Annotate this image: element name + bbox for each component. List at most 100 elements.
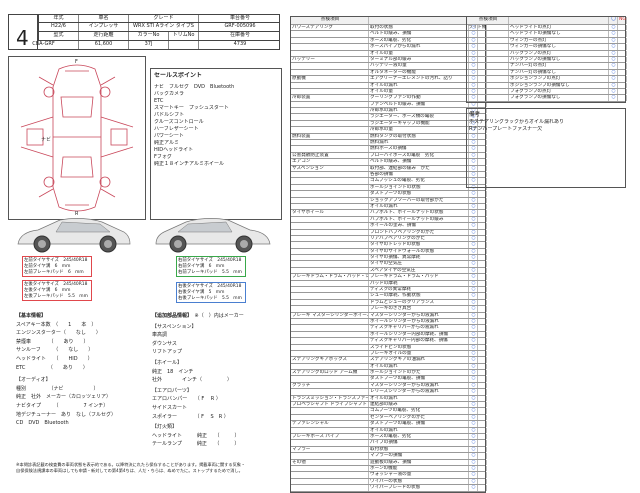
row-item: ターミナル部の緩み: [369, 56, 469, 63]
tire-text: 左前タイヤ溝 6 mm: [24, 264, 71, 269]
row-item: タイヤの損傷、異常摩耗: [369, 255, 469, 261]
row-category: [291, 229, 369, 235]
ok-check-icon: ○: [469, 120, 478, 127]
inspection-row: ナンバー灯の損傷なし○: [467, 69, 627, 77]
ok-check-icon: ○: [469, 293, 478, 299]
basic-row: サンルーフ （ なし ）: [16, 347, 94, 354]
row-category: [291, 37, 369, 44]
ng-cell: [478, 171, 487, 178]
sales-points-box: セールスポイント ナビ フルセグ DVD Bluetooth バックカメラ ET…: [150, 68, 282, 220]
row-item: バックランプの損傷なし: [509, 56, 609, 63]
row-item: オイルの漏れ: [369, 82, 469, 88]
row-item: ハブボルト、ホイールナットの緩み: [369, 216, 469, 223]
row-item: フォグランプの損傷なし: [509, 95, 609, 101]
inspection-row: デファレンシャルダストブーツの亀裂、損傷○: [291, 421, 487, 428]
ng-cell: [478, 440, 487, 446]
inspection-row: ホイールシリンダーからの液漏れ○: [291, 318, 487, 326]
ok-check-icon: ○: [469, 88, 478, 95]
row-item: スライドピンの状態: [369, 344, 469, 350]
row-category: [291, 318, 369, 325]
audio-row: 純正 社外 メーカー（カロッツェリア）: [16, 394, 112, 401]
row-item: ダストブーツの状態: [369, 191, 469, 197]
chassis-value: GRF-005096: [224, 23, 256, 29]
ok-check-icon: ○: [469, 248, 478, 255]
ok-check-icon: ○: [609, 76, 618, 82]
ng-cell: [478, 63, 487, 69]
wheel-row: 社外 インチ（ ）: [152, 377, 233, 384]
ng-cell: [618, 69, 627, 76]
ok-check-icon: ○: [469, 203, 478, 210]
row-category: バッテリー: [291, 56, 369, 63]
inspection-row: パワーステアリング取付の状態○: [291, 25, 487, 32]
row-category: [291, 223, 369, 229]
row-category: ステアリングギアボックス: [291, 357, 369, 363]
ng-cell: [478, 402, 487, 408]
color-value: 37J: [129, 41, 169, 49]
row-category: [291, 178, 369, 184]
ng-cell: [618, 37, 627, 44]
row-category: ステアリングのロッド アーム類: [291, 370, 369, 376]
wheel-row: 純正 18 インチ: [152, 368, 194, 375]
row-item: 燃料漏れ: [369, 140, 469, 146]
ng-cell: [478, 178, 487, 184]
ok-check-icon: ○: [469, 191, 478, 197]
aero-row: エアロバンパー （ F R ）: [152, 396, 221, 403]
ng-cell: [478, 267, 487, 274]
inspection-row: ウィンカーの点灯○: [467, 37, 627, 45]
row-item: ディスクキャリパー内部の摩耗、損傷: [369, 338, 469, 344]
row-category: [467, 82, 509, 88]
row-category: トランスミッション・トランスファー: [292, 395, 369, 402]
ng-cell: [618, 63, 627, 69]
sales-item: バックカメラ: [154, 91, 185, 97]
ng-cell: [478, 76, 487, 82]
stock-value: 4739: [233, 41, 247, 47]
tire-text: 右前タイヤサイズ 245/40R18: [178, 258, 242, 263]
row-item: ラジエーター、ホース類の亀裂: [369, 114, 469, 120]
row-category: [291, 485, 369, 491]
row-item: ホースパイプからの漏れ: [369, 44, 469, 50]
row-item: 遊動板の緩み、損傷: [369, 459, 469, 465]
ok-check-icon: ○: [469, 235, 478, 242]
ng-cell: [478, 376, 487, 382]
inspection-row: ホーンの機能○: [291, 465, 487, 473]
inspection-row: シューの摩耗、作動状態○: [291, 293, 487, 300]
row-category: [291, 101, 369, 108]
inspection-row: マフラーの損傷○: [291, 453, 487, 460]
row-item: ドラムとシューのクリアランス: [369, 299, 469, 306]
inspection-header: 点検項目 〇 NG: [291, 17, 487, 25]
ok-check-icon: ○: [469, 267, 478, 274]
row-item: フォグランプの点灯: [509, 88, 609, 95]
row-item: ショックアブソーバーの取付部がた: [369, 197, 469, 203]
sales-item: スマートキー プッシュスタート: [154, 105, 229, 111]
inspection-row: スペアタイヤの空気圧○: [291, 267, 487, 275]
row-item: ポジションランプの点灯: [509, 76, 609, 82]
row-category: [291, 331, 369, 338]
inspection-row: 燃料装置燃料タンクの取付状態○: [291, 133, 487, 141]
remarks-box: 備考 ホステアリングラックからオイル漏れあり Rナンバープレートファスナー欠: [466, 108, 626, 188]
inspection-row: ブレーキ マスターシリンダーホイールシリンダーディスクキャリパーマスターシリンダ…: [291, 312, 487, 319]
row-category: その他: [291, 459, 369, 465]
inspection-row: ディスクの異常摩耗○: [291, 287, 487, 294]
inspection-row: ファンベルトの緩み、損傷○: [291, 101, 487, 109]
inspection-row: ホイールの歪み、損傷○: [291, 223, 487, 230]
ok-check-icon: ○: [469, 280, 478, 287]
row-item: ホイールシリンダーからの液漏れ: [369, 318, 469, 325]
ng-cell: [478, 216, 487, 223]
ng-cell: [478, 203, 487, 210]
inspection-row: その他遊動板の緩み、損傷○: [291, 459, 487, 466]
ok-check-icon: ○: [469, 382, 478, 389]
header-ok: 〇: [609, 17, 618, 24]
ng-cell: [478, 133, 487, 140]
tire-box-front-right: 右前タイヤサイズ 245/40R18 右前タイヤ溝 6 mm 右前ブレーキパッド…: [176, 256, 246, 277]
inspection-row: ブレーキドラム・ドラム・パッド・シューブレーキドラム・ドラム・パッド○: [291, 274, 487, 281]
row-category: [467, 31, 509, 37]
row-item: タイヤのサイドウォールの状態: [369, 248, 469, 255]
tire-text: 左前ブレーキパッド 6 mm: [24, 270, 84, 275]
row-category: [291, 389, 369, 395]
inspection-row: ポジションランプの点灯○: [467, 76, 627, 83]
tire-box-rear-left: 左後タイヤサイズ 245/40R18 左後タイヤ溝 6 mm 左後ブレーキパッド…: [22, 280, 92, 301]
row-category: [291, 293, 369, 299]
basic-row: ETC （ あり ）: [16, 364, 88, 371]
ok-check-icon: ○: [609, 25, 618, 31]
inspection-row: ライト類ヘッドライトの点灯○: [467, 25, 627, 32]
